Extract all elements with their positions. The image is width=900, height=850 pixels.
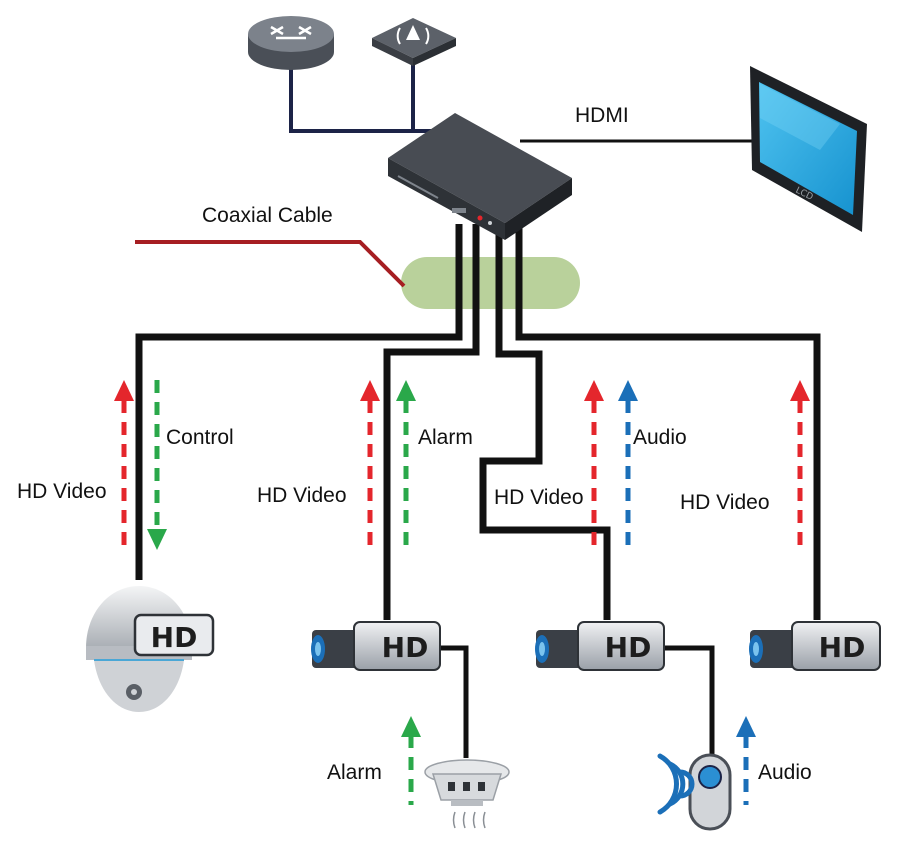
- cable-cam2-alarm: [438, 645, 469, 758]
- box-camera-icon: [311, 621, 441, 671]
- coaxial-cable-marker: [135, 240, 406, 288]
- label-alarm-bottom: Alarm: [327, 761, 382, 784]
- box-camera-icon: [749, 621, 881, 671]
- arrow-alarm-cam2: [396, 380, 416, 552]
- label-alarm-top: Alarm: [418, 426, 473, 449]
- microphone-icon: [657, 753, 732, 831]
- coaxial-bundle: [401, 257, 580, 309]
- label-hd-video-3: HD Video: [494, 486, 584, 509]
- lcd-monitor-icon: LCD: [750, 66, 867, 232]
- cable-cam2: [383, 224, 480, 620]
- wireless-access-point-icon: [372, 18, 456, 66]
- label-hdmi: HDMI: [575, 104, 629, 127]
- label-hd-video-4: HD Video: [680, 491, 770, 514]
- hd-badge-dome: HD: [151, 621, 198, 654]
- hd-badge-cam3: HD: [605, 631, 652, 664]
- arrow-hd-video-cam3: [584, 380, 604, 552]
- label-audio-top: Audio: [633, 426, 687, 449]
- arrow-control-dome: [147, 380, 167, 550]
- smoke-detector-icon: [424, 759, 510, 829]
- cable-dome: [135, 224, 463, 580]
- arrow-audio-cam3: [618, 380, 638, 552]
- arrow-hd-video-cam4: [790, 380, 810, 552]
- arrow-hd-video-dome: [114, 380, 134, 552]
- label-coaxial-cable: Coaxial Cable: [202, 204, 333, 227]
- ptz-dome-camera-icon: [86, 586, 215, 712]
- router-network-cable: [289, 58, 435, 133]
- label-audio-bottom: Audio: [758, 761, 812, 784]
- cable-cam3: [479, 224, 611, 620]
- arrow-hd-video-cam2: [360, 380, 380, 552]
- arrow-alarm-sensor: [401, 716, 421, 805]
- cable-cam3-audio: [658, 645, 715, 758]
- hd-badge-cam2: HD: [382, 631, 429, 664]
- dvr-recorder-icon: [388, 113, 572, 240]
- arrow-audio-mic: [736, 716, 756, 805]
- label-control: Control: [166, 426, 234, 449]
- hd-badge-cam4: HD: [819, 631, 866, 664]
- router-icon: [248, 16, 334, 70]
- label-hd-video-1: HD Video: [17, 480, 107, 503]
- label-hd-video-2: HD Video: [257, 484, 347, 507]
- cable-cam4: [515, 224, 821, 620]
- box-camera-icon: [535, 621, 665, 671]
